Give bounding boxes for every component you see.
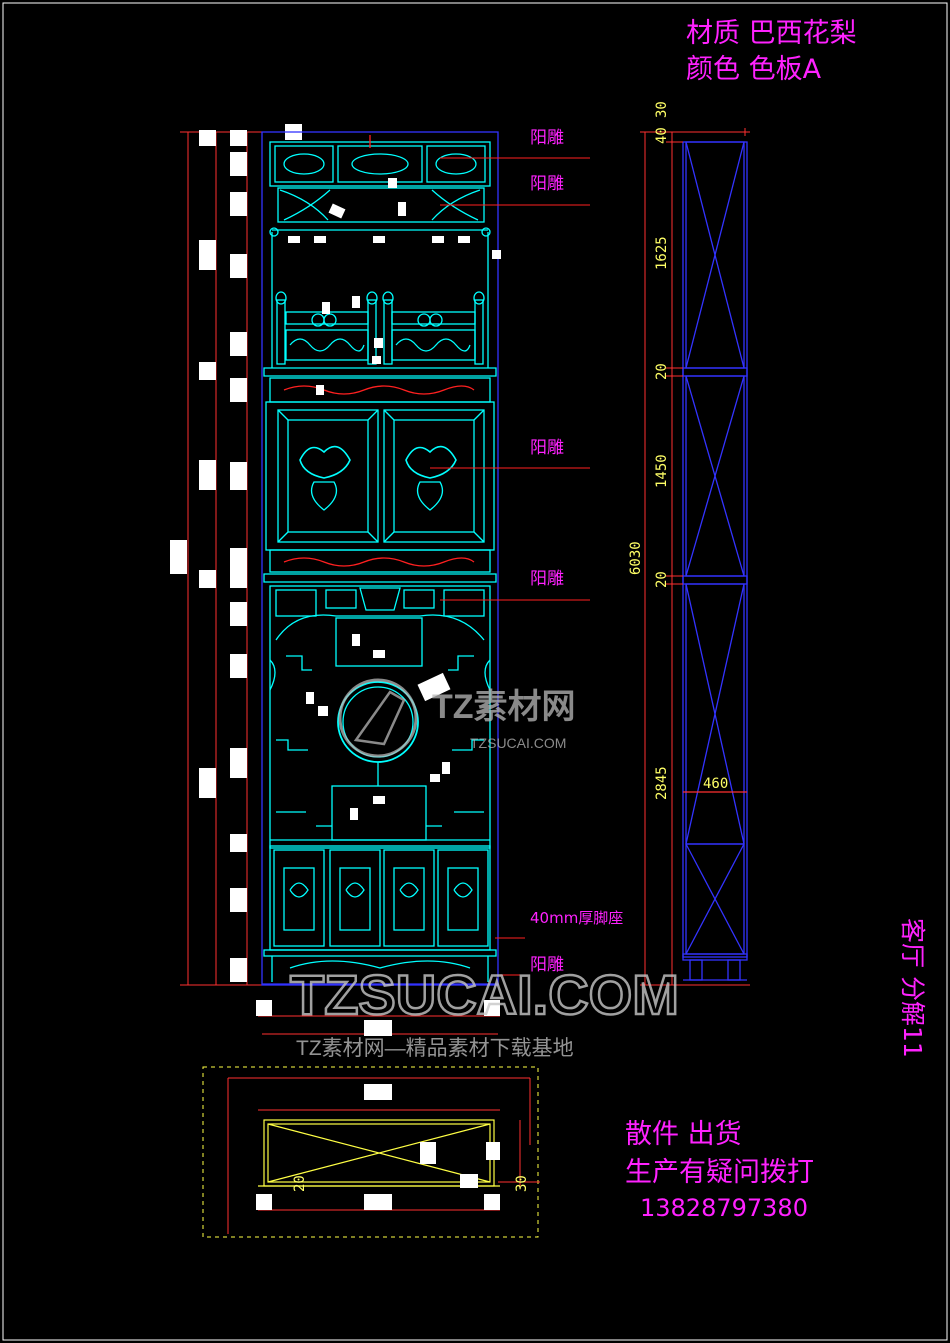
plan-dim-20: 20: [292, 1175, 308, 1192]
dim-1450: 1450: [654, 454, 670, 488]
dim-total-6030: 6030: [628, 541, 644, 575]
watermark-slogan: TZ素材网—精品素材下载基地: [296, 1037, 574, 1060]
relief-label-1: 阳雕: [530, 128, 564, 148]
dim-width-460: 460: [703, 776, 728, 792]
left-dimension-boxes: [170, 124, 302, 982]
dim-30: 30: [654, 101, 670, 118]
material-label: 材质 巴西花梨: [686, 18, 857, 49]
left-dimension-lines: [180, 131, 262, 986]
tilted-label-boxes: [328, 202, 451, 702]
watermark-domain-top: TZSUCAI.COM: [470, 735, 566, 751]
carving-bands: [283, 135, 475, 567]
dim-20-lower: 20: [654, 571, 670, 588]
watermark-brand-top: TZ素材网: [432, 688, 576, 726]
relief-label-2: 阳雕: [530, 174, 564, 194]
shipping-note: 散件 出货: [625, 1119, 742, 1150]
relief-label-5: 阳雕: [530, 955, 564, 975]
sheet-title: 客厅 分解11: [898, 918, 927, 1058]
watermark-logo: TZ素材网 TZSUCAI.COM: [338, 678, 576, 758]
relief-label-4: 阳雕: [530, 569, 564, 589]
dim-1625: 1625: [654, 236, 670, 270]
contact-phone: 13828797380: [640, 1194, 808, 1222]
watermark-bottom: TZSUCAI.COM TZ素材网—精品素材下载基地: [289, 962, 680, 1060]
color-label: 颜色 色板A: [686, 54, 822, 85]
side-dimension-lines: [640, 128, 750, 986]
bottom-dimension-boxes: [256, 1000, 500, 1036]
annotation-leaders: [430, 157, 590, 976]
cabinet-elevation: [261, 131, 499, 986]
plan-view: 20 30: [202, 1066, 540, 1238]
watermark-brand-bottom: TZSUCAI.COM: [290, 963, 679, 1026]
contact-note: 生产有疑问拨打: [625, 1157, 814, 1188]
side-elevation: [682, 141, 748, 981]
dim-20-upper: 20: [654, 363, 670, 380]
plan-dim-30: 30: [514, 1175, 530, 1192]
dim-40: 40: [654, 127, 670, 144]
relief-label-3: 阳雕: [530, 438, 564, 458]
elevation-dimension-boxes: [288, 178, 501, 820]
dim-2845: 2845: [654, 766, 670, 800]
base-note-label: 40mm厚脚座: [530, 909, 623, 927]
